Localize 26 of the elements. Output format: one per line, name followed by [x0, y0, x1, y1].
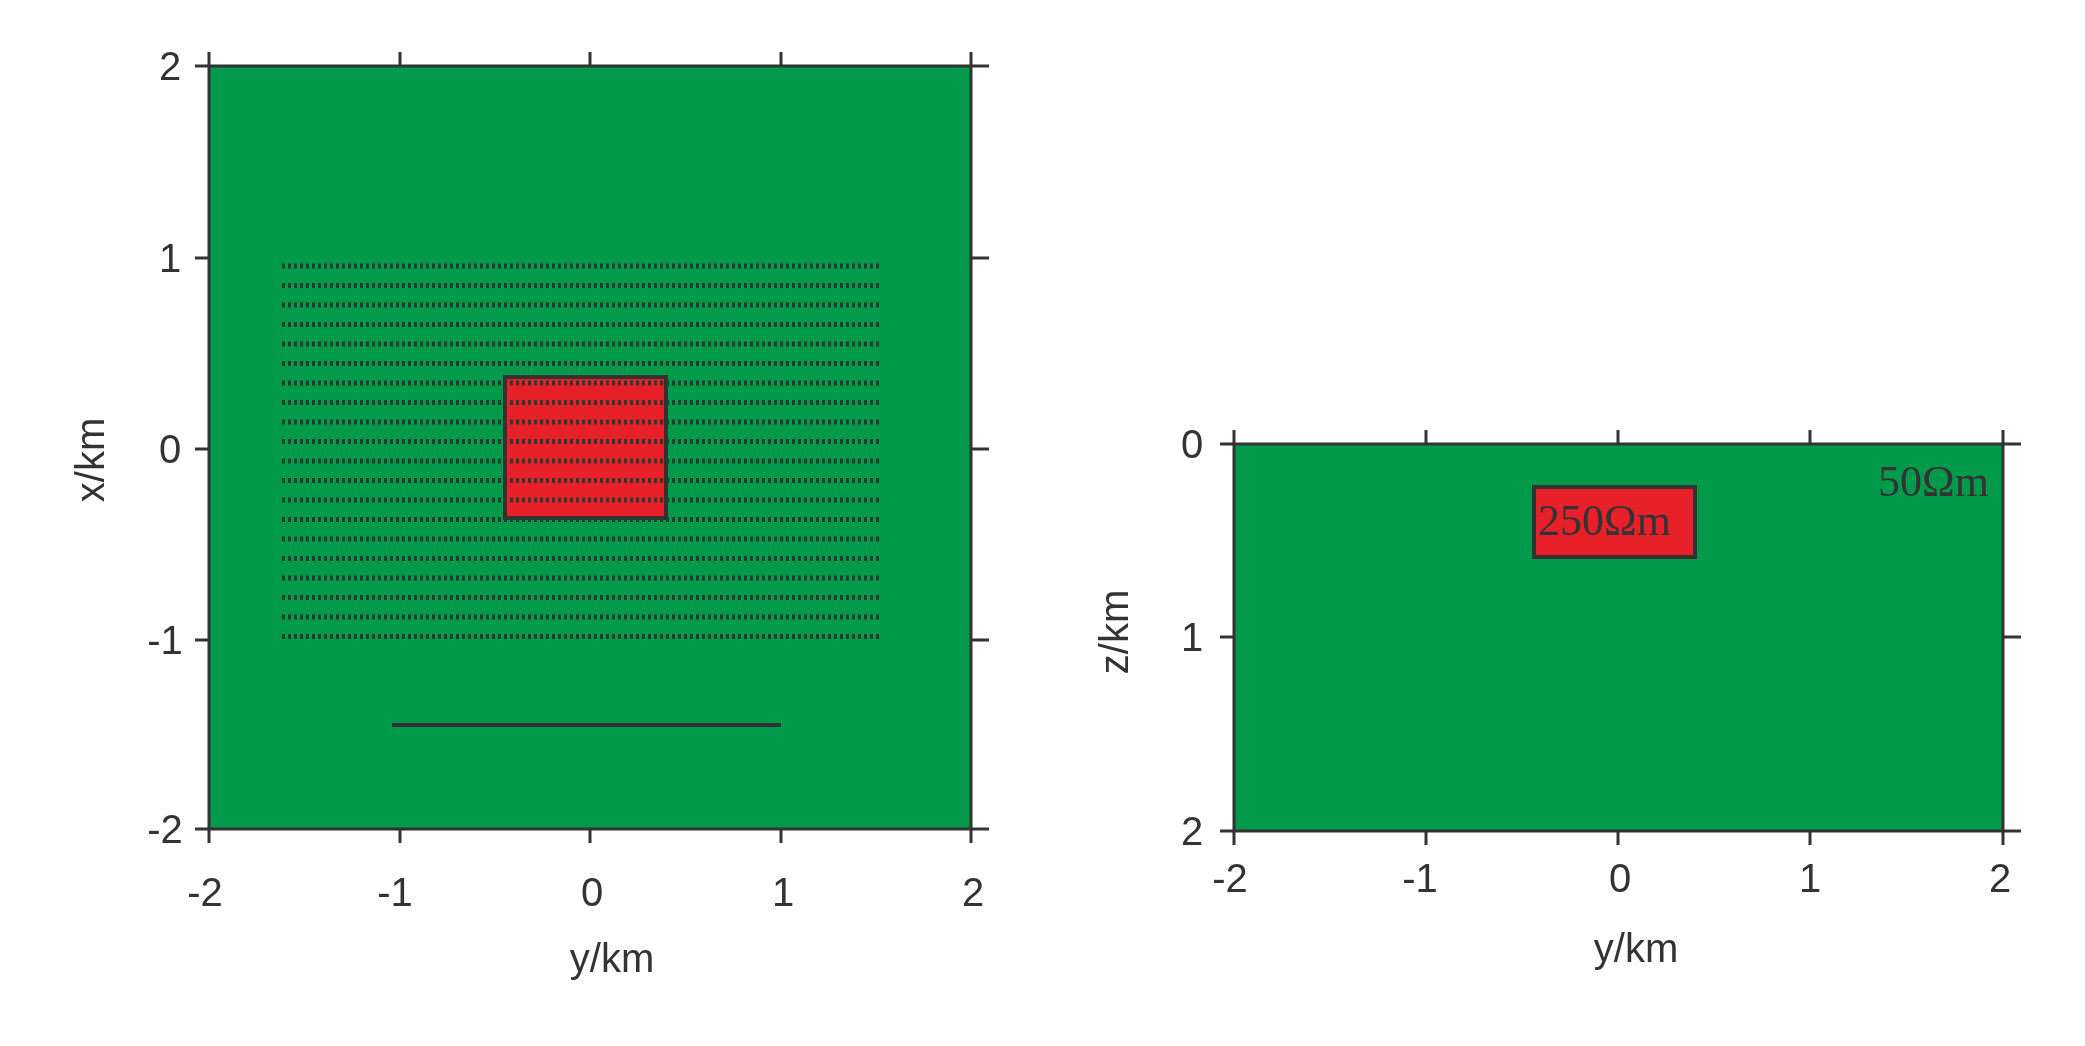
tick-label: 2	[961, 869, 985, 915]
tick-label: -2	[147, 806, 183, 852]
tick-label: 2	[1180, 808, 1204, 854]
tick-label: 1	[158, 235, 182, 281]
tick-label: -2	[1212, 855, 1248, 901]
anomaly-block	[1532, 485, 1697, 559]
tick-label: 0	[1608, 855, 1632, 901]
tick-label: -2	[187, 869, 223, 915]
anomaly-block	[503, 375, 668, 520]
tick-label: -1	[377, 869, 413, 915]
tick-label: 1	[771, 869, 795, 915]
resistivity-label: 50Ωm	[1878, 456, 1989, 507]
axis-title: z/km	[1091, 589, 1137, 675]
tick-label: 0	[580, 869, 604, 915]
resistivity-label: 250Ωm	[1538, 495, 1671, 546]
axis-title: x/km	[67, 417, 113, 503]
tick-label: 2	[158, 43, 182, 89]
tick-label: 0	[1180, 421, 1204, 467]
tick-label: -1	[147, 617, 183, 663]
axis-title: y/km	[1593, 925, 1679, 971]
tick-label: 2	[1988, 855, 2012, 901]
tick-label: 1	[1180, 614, 1204, 660]
axis-title: y/km	[569, 935, 655, 981]
tick-label: 0	[158, 426, 182, 472]
tick-label: 1	[1798, 855, 1822, 901]
tick-label: -1	[1402, 855, 1438, 901]
